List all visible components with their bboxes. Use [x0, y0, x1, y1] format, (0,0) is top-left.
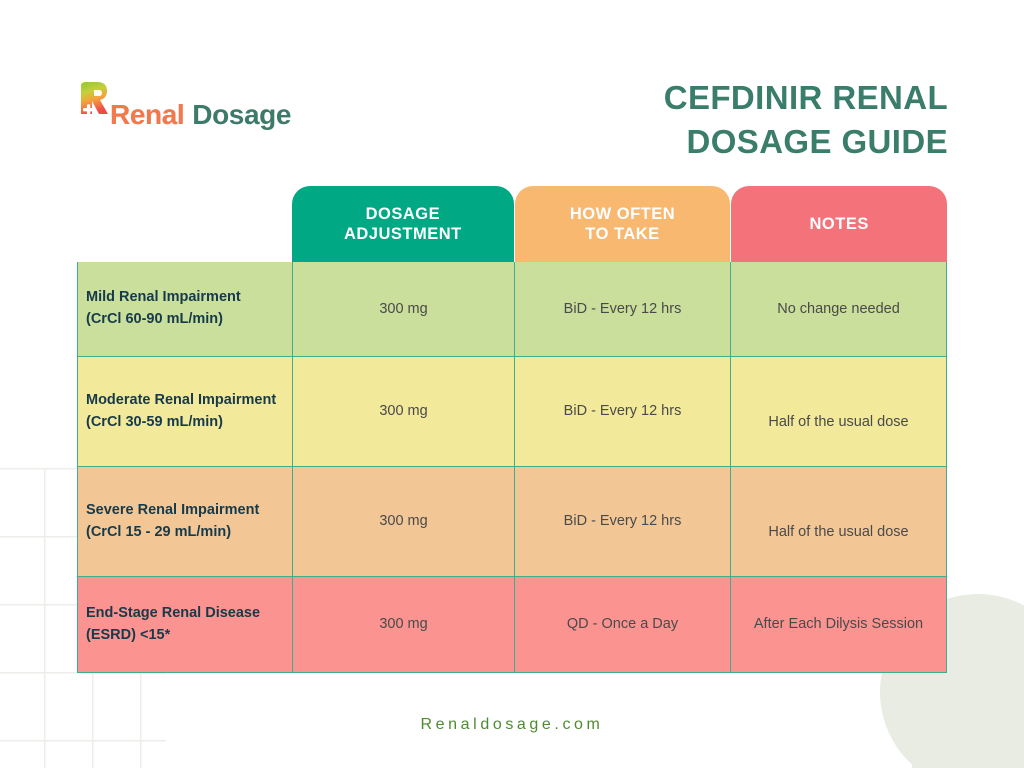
footer-website-link[interactable]: Renaldosage.com: [420, 716, 604, 733]
row-notes-cell: Half of the usual dose: [731, 467, 946, 576]
row-label-cell: Moderate Renal Impairment (CrCl 30-59 mL…: [78, 357, 293, 466]
table-row: Severe Renal Impairment (CrCl 15 - 29 mL…: [78, 467, 946, 577]
row-dosage-cell: 300 mg: [293, 262, 515, 356]
row-dosage-value: 300 mg: [379, 300, 428, 317]
row-frequency-cell: QD - Once a Day: [515, 577, 731, 672]
column-header-frequency-line-2: TO TAKE: [585, 225, 660, 243]
row-frequency-cell: BiD - Every 12 hrs: [515, 262, 731, 356]
background-corner-line-3: [950, 724, 1024, 768]
row-notes-value: After Each Dilysis Session: [753, 616, 924, 633]
row-dosage-value: 300 mg: [379, 403, 428, 420]
row-label-line-1: Mild Renal Impairment: [86, 289, 241, 306]
row-frequency-value: BiD - Every 12 hrs: [563, 513, 682, 530]
page-title: CEFDINIR RENAL DOSAGE GUIDE: [468, 76, 948, 164]
background-corner-line-1: [912, 686, 1024, 768]
row-label-cell: Severe Renal Impairment (CrCl 15 - 29 mL…: [78, 467, 293, 576]
page-title-line-1: CEFDINIR RENAL: [663, 79, 948, 116]
row-dosage-cell: 300 mg: [293, 467, 515, 576]
row-label-line-2: (CrCl 30-59 mL/min): [86, 413, 223, 430]
row-label-line-1: Severe Renal Impairment: [86, 501, 260, 518]
row-label-line-2: (ESRD) <15*: [86, 626, 171, 643]
row-dosage-value: 300 mg: [379, 513, 428, 530]
page-header: Renal Dosage CEFDINIR RENAL DOSAGE GUIDE: [0, 0, 1024, 180]
row-frequency-cell: BiD - Every 12 hrs: [515, 467, 731, 576]
column-header-notes-label: NOTES: [809, 214, 869, 233]
table-row: Moderate Renal Impairment (CrCl 30-59 mL…: [78, 357, 946, 467]
table-body: Mild Renal Impairment (CrCl 60-90 mL/min…: [77, 262, 947, 673]
row-label-line-1: Moderate Renal Impairment: [86, 391, 277, 408]
row-frequency-cell: BiD - Every 12 hrs: [515, 357, 731, 466]
brand-logo[interactable]: Renal Dosage: [74, 80, 291, 130]
renal-r-cross-icon: [74, 80, 114, 124]
row-frequency-value: QD - Once a Day: [566, 616, 679, 633]
row-notes-value: Half of the usual dose: [768, 524, 909, 541]
row-notes-value: No change needed: [777, 300, 900, 317]
row-frequency-value: BiD - Every 12 hrs: [563, 403, 682, 420]
column-header-dosage-line-2: ADJUSTMENT: [343, 225, 462, 243]
brand-name-renal: Renal: [110, 99, 185, 130]
table-row: End-Stage Renal Disease (ESRD) <15* 300 …: [78, 577, 946, 672]
row-dosage-cell: 300 mg: [293, 357, 515, 466]
row-notes-cell: Half of the usual dose: [731, 357, 946, 466]
column-header-how-often-to-take: HOW OFTEN TO TAKE: [514, 186, 731, 262]
row-notes-cell: After Each Dilysis Session: [731, 577, 946, 672]
dosage-table: DOSAGE ADJUSTMENT HOW OFTEN TO TAKE NOTE…: [77, 186, 947, 673]
background-corner-line-2: [931, 705, 1024, 768]
column-header-frequency-line-1: HOW OFTEN: [569, 204, 676, 223]
row-notes-value: Half of the usual dose: [768, 414, 909, 431]
table-row: Mild Renal Impairment (CrCl 60-90 mL/min…: [78, 262, 946, 357]
table-header-row: DOSAGE ADJUSTMENT HOW OFTEN TO TAKE NOTE…: [292, 186, 947, 262]
page-title-line-2: DOSAGE GUIDE: [686, 123, 948, 161]
row-label-line-2: (CrCl 60-90 mL/min): [86, 311, 223, 327]
row-label-line-2: (CrCl 15 - 29 mL/min): [86, 523, 232, 540]
column-header-dosage-line-1: DOSAGE: [365, 204, 441, 223]
brand-name-dosage: Dosage: [192, 99, 291, 130]
row-label-cell: Mild Renal Impairment (CrCl 60-90 mL/min…: [78, 262, 293, 356]
row-label-cell: End-Stage Renal Disease (ESRD) <15*: [78, 577, 293, 672]
row-label-line-1: End-Stage Renal Disease: [86, 604, 261, 621]
row-notes-cell: No change needed: [731, 262, 946, 356]
column-header-dosage-adjustment: DOSAGE ADJUSTMENT: [292, 186, 514, 262]
column-header-notes: NOTES: [731, 186, 947, 262]
row-frequency-value: BiD - Every 12 hrs: [563, 300, 682, 317]
row-dosage-cell: 300 mg: [293, 577, 515, 672]
row-dosage-value: 300 mg: [379, 616, 428, 633]
